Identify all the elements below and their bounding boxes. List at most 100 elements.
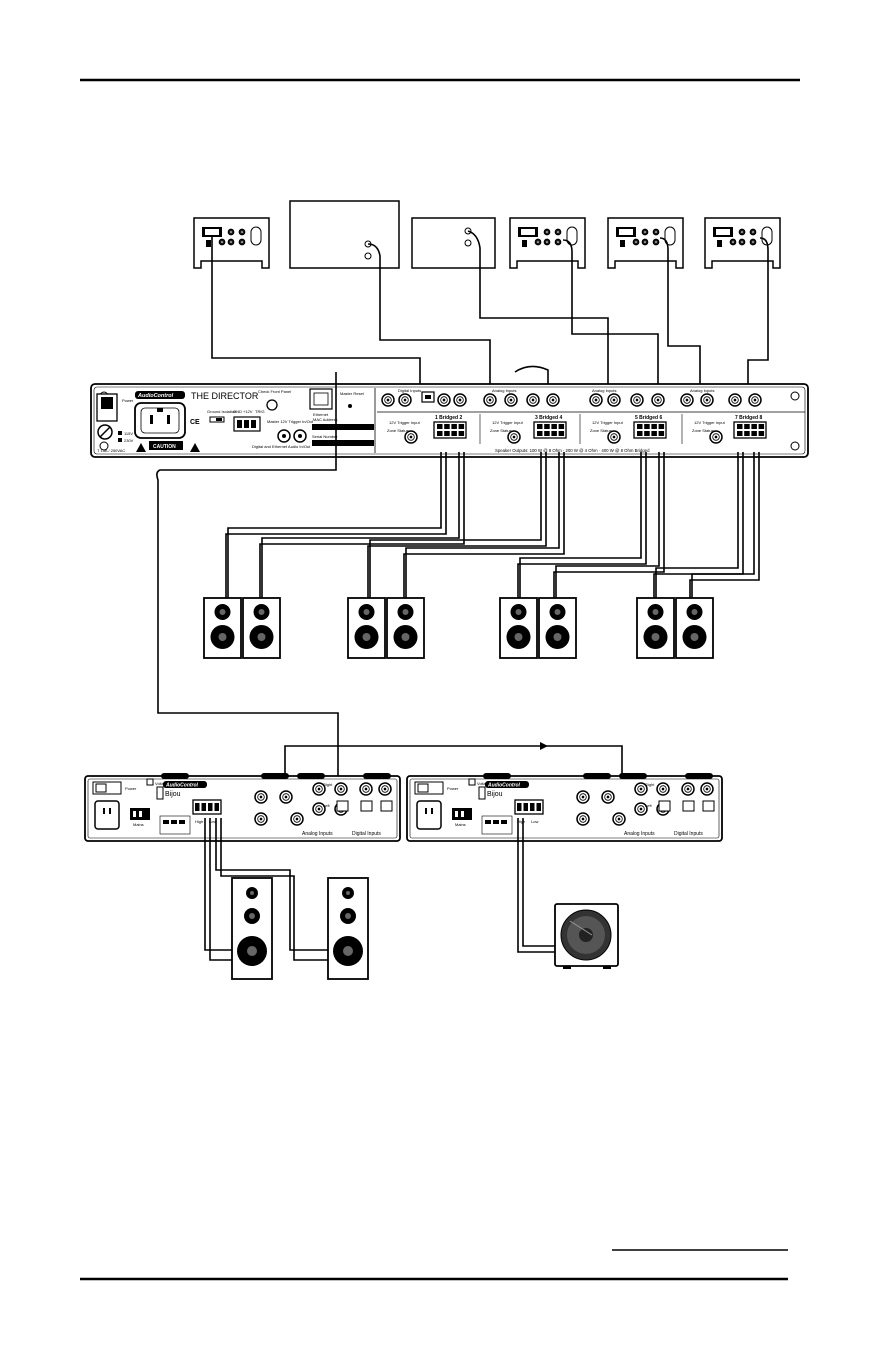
svg-text:Mains: Mains <box>133 822 144 827</box>
bijou-jack <box>656 782 670 796</box>
room-speaker-1 <box>203 597 242 659</box>
svg-text:CE: CE <box>190 419 200 426</box>
zone-trigger-jack <box>709 430 723 444</box>
director-input-jack <box>526 393 540 407</box>
tower-speaker-1 <box>231 877 273 980</box>
zone-trigger-jack <box>404 430 418 444</box>
keypad-jack <box>738 228 746 236</box>
bijou-jack <box>279 790 293 804</box>
svg-text:Right: Right <box>323 782 333 787</box>
director-amplifier: Power 115V 230V T 15A / 250VAC CAUTION C… <box>90 383 809 458</box>
director-input-jack <box>546 393 560 407</box>
svg-text:Zone Status: Zone Status <box>490 428 512 433</box>
optical-input-port <box>682 800 695 812</box>
director-input-jack <box>398 393 412 407</box>
room-speaker-8 <box>675 597 714 659</box>
caution-label-plate <box>149 441 183 450</box>
digital-note-label: Digital and Ethernet Audio In/Out <box>252 444 311 449</box>
keypad-jack <box>238 238 246 246</box>
bijou-jack <box>254 790 268 804</box>
svg-text:Left: Left <box>645 803 653 808</box>
tower-speaker-2 <box>327 877 369 980</box>
keypad-jack <box>218 238 226 246</box>
keypad-jack <box>238 228 246 236</box>
voltage-230-label: 230V <box>124 438 134 443</box>
keypad-jack <box>543 238 551 246</box>
bijou-jack <box>378 782 392 796</box>
warning-triangle-icon <box>136 443 146 452</box>
ethernet-port <box>309 388 333 410</box>
director-model: THE DIRECTOR <box>191 391 259 401</box>
keypad-jack <box>641 238 649 246</box>
speaker-wires <box>225 452 760 598</box>
svg-text:Master Reset: Master Reset <box>340 391 365 396</box>
svg-text:5 Bridged 6: 5 Bridged 6 <box>635 415 662 421</box>
bijou-jack <box>359 782 373 796</box>
svg-text:Digital Inputs: Digital Inputs <box>398 388 421 393</box>
keypad-jack <box>749 228 757 236</box>
svg-text:Low: Low <box>531 819 538 824</box>
svg-text:Left: Left <box>323 803 331 808</box>
source-wires <box>211 230 769 395</box>
optical-input-port <box>702 800 715 812</box>
keypad-jack <box>554 228 562 236</box>
keypad-jack <box>652 238 660 246</box>
bijou-jack <box>254 812 268 826</box>
room-speaker-7 <box>636 597 675 659</box>
wall-keypad-4 <box>704 217 781 269</box>
voltage-115-label: 115V <box>124 431 133 436</box>
svg-text:High: High <box>517 819 525 824</box>
wall-keypad-3 <box>607 217 684 269</box>
bijou-jack <box>334 782 348 796</box>
room-speaker-3 <box>347 597 386 659</box>
keypad-jack <box>554 238 562 246</box>
wall-keypad-2 <box>509 217 586 269</box>
svg-text:Zone Status: Zone Status <box>590 428 612 433</box>
director-input-jack <box>630 393 644 407</box>
bijou-jack <box>290 812 304 826</box>
trigger-in-label: Master 12V Trigger In/Out <box>267 419 314 424</box>
director-input-jack <box>607 393 621 407</box>
iec-power-inlet <box>134 402 186 439</box>
director-input-jack <box>728 393 742 407</box>
svg-text:Zone Status: Zone Status <box>692 428 714 433</box>
svg-text:High: High <box>195 819 203 824</box>
svg-text:12V Trigger Input: 12V Trigger Input <box>389 420 421 425</box>
director-input-jack <box>589 393 603 407</box>
room-speaker-2 <box>242 597 281 659</box>
svg-text:Mains: Mains <box>455 822 466 827</box>
svg-text:GND: GND <box>233 409 242 414</box>
bijou-jack <box>576 790 590 804</box>
bijou-jack <box>312 782 326 796</box>
svg-text:Voltage: Voltage <box>477 781 491 786</box>
svg-text:Voltage: Voltage <box>155 781 169 786</box>
bijou-jack <box>312 802 326 816</box>
svg-text:12V Trigger Input: 12V Trigger Input <box>492 420 524 425</box>
source-device-a <box>289 200 400 269</box>
mac-address-plate <box>312 424 374 430</box>
keypad-jack <box>227 228 235 236</box>
bijou-jack <box>700 782 714 796</box>
svg-text:Right: Right <box>645 782 655 787</box>
bijou-jack <box>634 782 648 796</box>
signal-arrow-icon <box>540 742 548 750</box>
svg-text:Bijou: Bijou <box>165 791 181 798</box>
keypad-jack <box>534 238 542 246</box>
svg-text:AudioControl: AudioControl <box>165 783 199 789</box>
director-input-jack <box>453 393 467 407</box>
link-wire <box>156 372 339 800</box>
svg-text:Digital Inputs: Digital Inputs <box>674 831 703 837</box>
keypad-jack <box>543 228 551 236</box>
keypad-jack <box>641 228 649 236</box>
optical-input-port <box>380 800 393 812</box>
zone-trigger-jack <box>607 430 621 444</box>
keypad-jack <box>632 238 640 246</box>
svg-text:Ethernet: Ethernet <box>313 412 329 417</box>
svg-text:Analog Inputs: Analog Inputs <box>624 831 655 837</box>
warning-triangle-icon <box>190 443 200 452</box>
check-panel-label: Check Front Panel <box>258 389 291 394</box>
source-device-b <box>411 217 496 269</box>
